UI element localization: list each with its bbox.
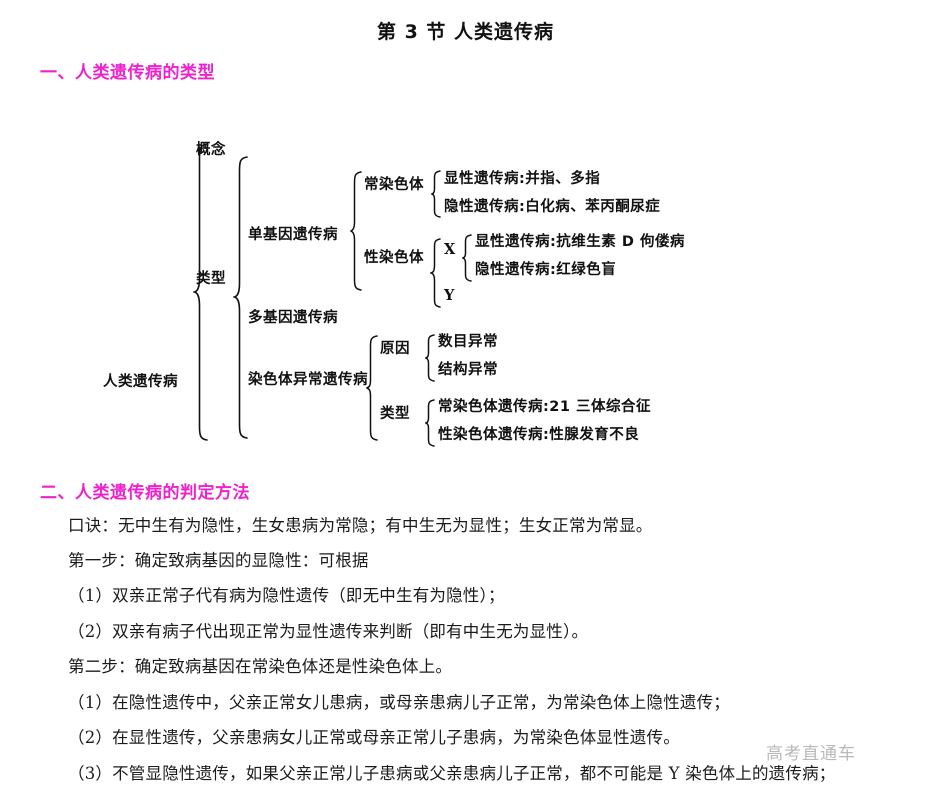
brace-sex-chromosome (430, 237, 442, 309)
diagram-leaf-autosome-dominant: 显性遗传病:并指、多指 (444, 171, 601, 187)
page-title: 第 3 节 人类遗传病 (376, 21, 555, 43)
body-line-step2-point2: （2）在显性遗传，父亲患病女儿正常或母亲正常儿子患病，为常染色体显性遗传。 (68, 728, 680, 747)
brace-chromosomal (365, 334, 379, 442)
diagram-node-category: 类型 (196, 270, 226, 287)
body-line-mnemonic: 口诀：无中生有为隐性，生女患病为常隐；有中生无为显性；生女正常为常显。 (68, 516, 653, 535)
diagram-leaf-x-recessive: 隐性遗传病:红绿色盲 (475, 262, 617, 278)
diagram-leaf-cause-number: 数目异常 (438, 334, 498, 350)
genetic-disease-bracket-diagram: 人类遗传病 概念 类型 单基因遗传病 多基因遗传病 染色体异常遗传病 常染色体 … (0, 130, 931, 460)
diagram-node-monogenic: 单基因遗传病 (248, 227, 338, 243)
diagram-node-cause: 原因 (380, 340, 410, 357)
body-line-step2: 第二步：确定致病基因在常染色体还是性染色体上。 (68, 657, 453, 676)
diagram-leaf-x-dominant: 显性遗传病:抗维生素 D 佝偻病 (475, 234, 685, 250)
diagram-node-sex-chromosome: 性染色体 (364, 250, 424, 266)
diagram-leaf-chromosomal-sex: 性染色体遗传病:性腺发育不良 (438, 427, 640, 443)
diagram-node-autosome: 常染色体 (364, 177, 424, 193)
body-line-step2-point1: （1）在隐性遗传中，父亲正常女儿患病，或母亲患病儿子正常，为常染色体上隐性遗传； (68, 693, 730, 712)
diagram-leaf-chromosomal-autosome: 常染色体遗传病:21 三体综合征 (438, 399, 652, 415)
diagram-node-chromosomal-type: 类型 (380, 405, 410, 422)
diagram-leaf-cause-structure: 结构异常 (438, 362, 498, 378)
body-line-step1: 第一步：确定致病基因的显隐性：可根据 (68, 551, 369, 570)
body-line-step1-point2: （2）双亲有病子代出现正常为显性遗传来判断（即有中生无为显性）。 (68, 622, 589, 641)
body-line-step1-point1: （1）双亲正常子代有病为隐性遗传（即无中生有为隐性）； (68, 586, 505, 605)
brace-monogenic (349, 170, 363, 292)
body-line-step2-point3: （3）不管显隐性遗传，如果父亲正常儿子患病或父亲患病儿子正常，都不可能是 Y 染… (68, 764, 836, 783)
brace-chromosomal-type (424, 398, 436, 448)
brace-cause (424, 333, 436, 383)
brace-root (193, 142, 209, 442)
diagram-node-x-chromosome: X (444, 241, 456, 258)
diagram-node-chromosomal: 染色体异常遗传病 (248, 372, 368, 388)
brace-autosome (430, 169, 442, 219)
watermark: 高考直通车 (766, 744, 856, 764)
diagram-node-polygenic: 多基因遗传病 (248, 310, 338, 326)
section-heading-types: 一、人类遗传病的类型 (40, 63, 215, 83)
diagram-root-label: 人类遗传病 (103, 373, 178, 390)
section-heading-judgement: 二、人类遗传病的判定方法 (40, 483, 250, 503)
diagram-leaf-autosome-recessive: 隐性遗传病:白化病、苯丙酮尿症 (444, 199, 661, 215)
diagram-node-y-chromosome: Y (444, 287, 455, 304)
diagram-node-concept: 概念 (196, 141, 226, 158)
brace-types (233, 155, 249, 440)
brace-x-chromosome (461, 233, 473, 283)
